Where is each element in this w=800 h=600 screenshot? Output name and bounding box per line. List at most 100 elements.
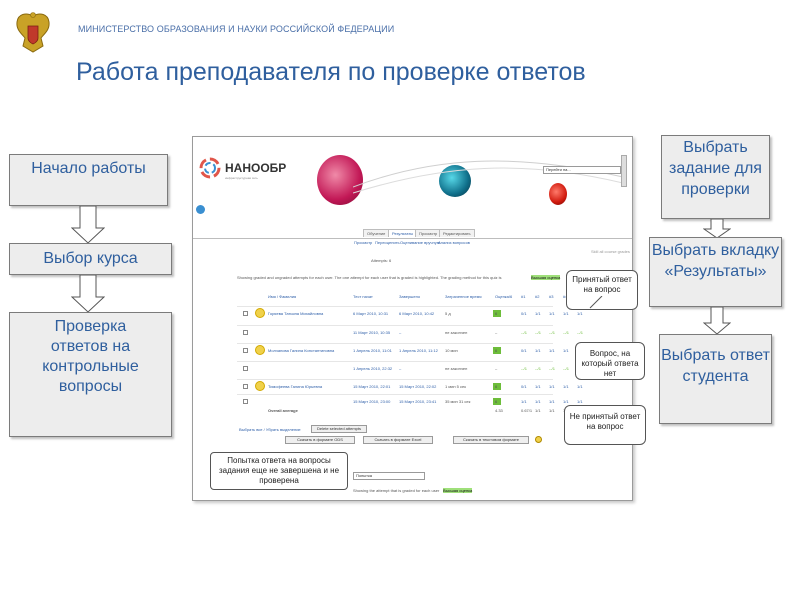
user-avatar-icon	[255, 345, 265, 355]
row-question-score[interactable]: 1/1	[577, 311, 583, 316]
row-start[interactable]: 15 Март 2010, 23:00	[353, 399, 391, 404]
row-checkbox[interactable]	[243, 348, 248, 353]
col-start[interactable]: Тест начат	[353, 294, 373, 299]
row-checkbox[interactable]	[243, 330, 248, 335]
callout-pointer	[589, 296, 603, 309]
row-question-score[interactable]: --/1	[563, 366, 569, 371]
row-question-score[interactable]: --/1	[535, 330, 541, 335]
arrow-down-icon	[703, 307, 731, 335]
user-avatar-icon	[255, 381, 265, 391]
row-question-score[interactable]: 1/1	[549, 384, 555, 389]
row-question-score[interactable]: 1/1	[549, 311, 555, 316]
row-question-score[interactable]: --/1	[577, 330, 583, 335]
col-name[interactable]: Имя / Фамилия	[268, 294, 297, 299]
row-question-score[interactable]: 1/1	[563, 384, 569, 389]
subtab-manual[interactable]: Оценивание вручную	[400, 240, 440, 245]
row-question-score[interactable]: 0/1	[521, 311, 527, 316]
row-grade: –	[495, 330, 498, 335]
row-checkbox[interactable]	[243, 311, 248, 316]
tab-learning[interactable]: Обучение	[363, 229, 390, 237]
row-start[interactable]: 1 Апрель 2010, 11:01	[353, 348, 392, 353]
tab-results[interactable]: Результаты	[388, 229, 418, 237]
col-q2[interactable]: #2	[535, 294, 540, 299]
swoosh-decoration	[353, 160, 623, 194]
row-start[interactable]: 11 Март 2010, 10:35	[353, 330, 391, 335]
subtab-overview[interactable]: Просмотр	[354, 240, 373, 245]
col-time[interactable]: Затраченное время	[445, 294, 482, 299]
overall-q2: 1/1	[535, 408, 541, 413]
embedded-screenshot: НАНООБР инфраструктурная сеть Перейти на…	[192, 136, 633, 501]
row-start[interactable]: 15 Март 2010, 22:01	[353, 384, 391, 389]
row-question-score[interactable]: 1/1	[563, 399, 569, 404]
row-time: 35 мин 31 сек	[445, 399, 471, 404]
tab-preview[interactable]: Просмотр	[415, 229, 442, 237]
export-excel-button[interactable]: Скачать в формате Excel	[363, 436, 433, 444]
table-row-divider	[237, 394, 553, 395]
delete-attempts-button[interactable]: Delete selected attempts	[311, 425, 367, 433]
row-question-score[interactable]: 1/1	[521, 399, 527, 404]
attempt-filter-select[interactable]: Попытка	[353, 472, 425, 480]
coat-of-arms-icon	[16, 12, 50, 53]
col-q3[interactable]: #3	[549, 294, 554, 299]
side-scroll-handle[interactable]	[621, 155, 627, 187]
site-jump-select[interactable]: Перейти на...	[543, 166, 621, 174]
sphere-image	[549, 183, 567, 205]
col-q1[interactable]: #1	[521, 294, 526, 299]
row-checkbox[interactable]	[243, 399, 248, 404]
row-grade: 6	[495, 384, 498, 389]
row-question-score[interactable]: --/1	[549, 330, 555, 335]
row-question-score[interactable]: 1/1	[535, 311, 541, 316]
flow-step-select-task: Выбрать задание для проверки	[661, 135, 770, 219]
row-name[interactable]: Молчанова Галина Константиновна	[268, 348, 335, 353]
row-question-score[interactable]: 1/1	[577, 399, 583, 404]
row-start[interactable]: 1 Апрель 2010, 22:32	[353, 366, 393, 371]
row-name[interactable]: Горяева Татьяна Михайловна	[268, 311, 324, 316]
row-question-score[interactable]: --/1	[549, 366, 555, 371]
row-question-score[interactable]: 1/1	[563, 348, 569, 353]
subtab-regrade[interactable]: Переоценить	[375, 240, 400, 245]
flow-step-check: Проверка ответов на контрольные вопросы	[9, 312, 172, 437]
row-end[interactable]: 15 Март 2010, 22:02	[399, 384, 437, 389]
row-end[interactable]: 6 Март 2010, 10:42	[399, 311, 435, 316]
grade-highlight	[493, 383, 501, 390]
row-checkbox[interactable]	[243, 384, 248, 389]
row-question-score[interactable]: --/1	[535, 366, 541, 371]
row-question-score[interactable]: 1/1	[535, 348, 541, 353]
row-end[interactable]: 15 Март 2010, 23:41	[399, 399, 437, 404]
row-question-score[interactable]: --/1	[521, 330, 527, 335]
col-grade[interactable]: Оценка/6	[495, 294, 513, 299]
grade-highlight	[493, 347, 501, 354]
row-question-score[interactable]: 0/1	[521, 384, 527, 389]
grades-link[interactable]: Skill all course grades	[591, 249, 630, 254]
callout-not-accepted: Не принятый ответ на вопрос	[564, 405, 646, 445]
row-end[interactable]: –	[399, 366, 402, 371]
col-q4[interactable]: #4	[563, 294, 567, 299]
row-question-score[interactable]: 0/1	[521, 348, 527, 353]
row-question-score[interactable]: 1/1	[549, 348, 555, 353]
bottom-info: Showing the attempt that is graded for e…	[353, 488, 440, 493]
col-end[interactable]: Завершено	[399, 294, 421, 299]
tab-edit[interactable]: Редактировать	[439, 229, 475, 237]
row-end[interactable]: 1 Апрель 2010, 11:12	[399, 348, 438, 353]
row-question-score[interactable]: 1/1	[563, 311, 569, 316]
export-text-button[interactable]: Скачать в текстовом формате	[453, 436, 529, 444]
select-all-link[interactable]: Выбрать все / Убрать выделение	[239, 427, 301, 432]
user-avatar-icon	[255, 308, 265, 318]
row-end[interactable]: –	[399, 330, 402, 335]
info-bubble-icon	[196, 205, 205, 214]
row-question-score[interactable]: --/1	[521, 366, 527, 371]
flow-step-start: Начало работы	[9, 154, 168, 206]
grading-info: Showing graded and ungraded attempts for…	[237, 275, 502, 280]
subtab-analysis[interactable]: Анализ вопросов	[438, 240, 470, 245]
row-start[interactable]: 6 Март 2010, 10:31	[353, 311, 389, 316]
row-question-score[interactable]: 1/1	[549, 399, 555, 404]
export-ods-button[interactable]: Скачать в формате ODS	[285, 436, 355, 444]
help-icon[interactable]	[535, 436, 542, 443]
row-question-score[interactable]: 1/1	[535, 399, 541, 404]
row-question-score[interactable]: 1/1	[577, 384, 583, 389]
row-checkbox[interactable]	[243, 366, 248, 371]
row-question-score[interactable]: --/1	[563, 330, 569, 335]
row-question-score[interactable]: 1/1	[535, 384, 541, 389]
row-name[interactable]: Тимофеева Галина Юрьевна	[268, 384, 323, 389]
row-grade: 6	[495, 348, 498, 353]
